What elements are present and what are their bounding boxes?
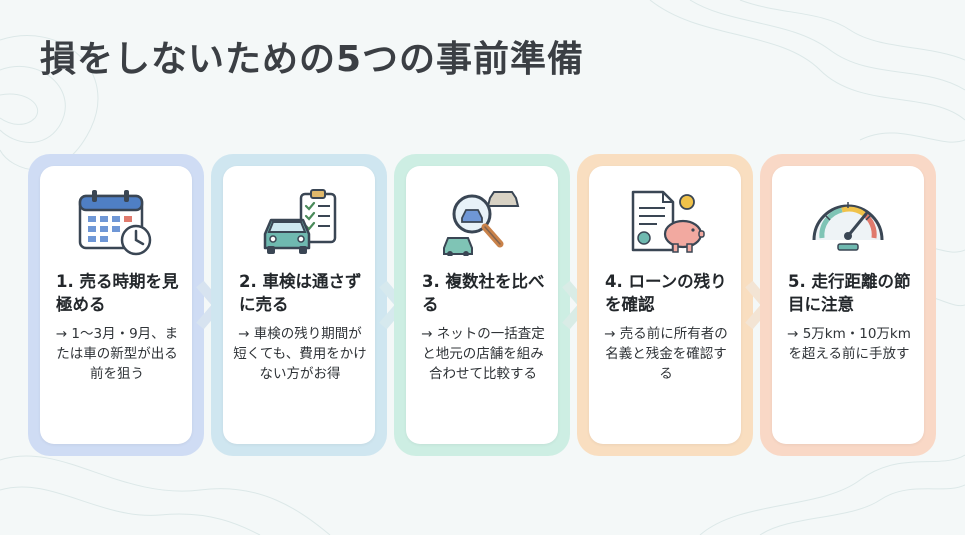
car-inspection-checklist-icon	[263, 189, 337, 254]
step-card: 1. 売る時期を見極める → 1〜3月・9月、または車の新型が出る前を狙う	[40, 166, 192, 444]
step-description: → 1〜3月・9月、または車の新型が出る前を狙う	[55, 326, 179, 382]
step-1: 1. 売る時期を見極める → 1〜3月・9月、または車の新型が出る前を狙う	[28, 154, 204, 456]
step-2: 2. 車検は通さずに売る → 車検の残り期間が短くても、費用をかけない方がお得	[211, 154, 387, 456]
step-description: → 5万km・10万kmを超える前に手放す	[787, 326, 911, 362]
step-title: 1. 売る時期を見極める	[56, 272, 179, 314]
speedometer-icon	[812, 202, 884, 251]
step-card: 3. 複数社を比べる → ネットの一括査定と地元の店舗を組み合わせて比較する	[406, 166, 558, 444]
step-description: → ネットの一括査定と地元の店舗を組み合わせて比較する	[421, 326, 545, 382]
document-piggybank-icon	[631, 190, 705, 253]
calendar-clock-icon	[78, 190, 152, 256]
step-3: 3. 複数社を比べる → ネットの一括査定と地元の店舗を組み合わせて比較する	[394, 154, 570, 456]
step-description: → 売る前に所有者の名義と残金を確認する	[604, 326, 728, 382]
step-4: 4. ローンの残りを確認 → 売る前に所有者の名義と残金を確認する	[577, 154, 753, 456]
step-card: 5. 走行距離の節目に注意 → 5万km・10万kmを超える前に手放す	[772, 166, 924, 444]
page-title: 損をしないための5つの事前準備	[40, 39, 585, 80]
step-5: 5. 走行距離の節目に注意 → 5万km・10万kmを超える前に手放す	[760, 154, 936, 456]
step-title: 3. 複数社を比べる	[422, 272, 545, 314]
step-title: 2. 車検は通さずに売る	[239, 272, 362, 314]
step-title: 5. 走行距離の節目に注意	[788, 272, 911, 314]
step-description: → 車検の残り期間が短くても、費用をかけない方がお得	[233, 326, 367, 382]
step-card: 2. 車検は通さずに売る → 車検の残り期間が短くても、費用をかけない方がお得	[223, 166, 375, 444]
step-title: 4. ローンの残りを確認	[605, 272, 727, 314]
step-card: 4. ローンの残りを確認 → 売る前に所有者の名義と残金を確認する	[589, 166, 741, 444]
magnifier-cars-icon	[443, 191, 520, 256]
